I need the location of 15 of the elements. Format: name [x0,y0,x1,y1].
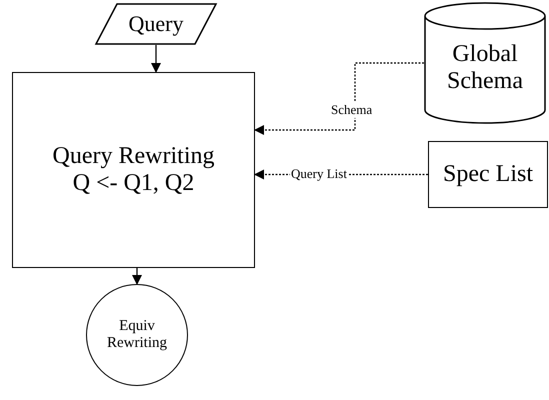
node-label: Spec List [443,161,533,188]
result-circle [86,284,188,386]
input-parallelogram [95,3,217,45]
node-label: Equiv Rewriting [106,318,168,352]
node-label: Global Schema [446,41,524,95]
edge-label: Query List [290,166,348,182]
node-label: Query [128,11,184,37]
arrow [254,62,424,135]
database-cylinder [424,2,546,124]
edge-label: Schema [330,102,374,118]
process-box [428,141,548,208]
process-box [12,72,255,268]
arrow [151,45,161,73]
arrow [132,268,142,285]
node-label: Query Rewriting Q <- Q1, Q2 [52,143,216,197]
